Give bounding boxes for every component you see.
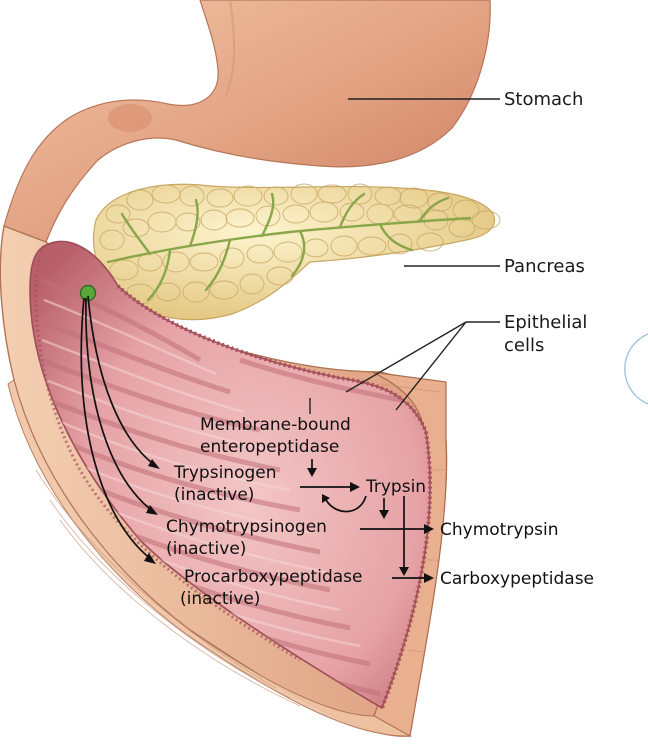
pancreas-lobule (239, 273, 265, 295)
label-enteropeptidase-line2: enteropeptidase (200, 437, 339, 457)
pancreas-lobule (162, 251, 190, 273)
label-chymotrypsinogen-state: (inactive) (166, 539, 246, 559)
pancreas-lobule (175, 212, 201, 232)
secretion-arrows (80, 295, 160, 564)
pathway-arrows (300, 459, 434, 583)
label-carboxypeptidase: Carboxypeptidase (440, 569, 594, 589)
pancreas-lobule (416, 232, 444, 252)
pancreas-lobule (282, 204, 310, 224)
pancreas-lobule (290, 183, 318, 205)
pancreatic-duct (106, 192, 472, 302)
pancreas-lobule (357, 236, 387, 256)
pancreas-lobule (246, 244, 274, 264)
duodenum-illustration (0, 225, 448, 737)
pancreas-lobule (206, 188, 234, 208)
label-chymotrypsin: Chymotrypsin (440, 520, 559, 540)
pancreas-lobule (347, 183, 373, 205)
pancreas-lobule (387, 233, 413, 255)
label-epithelial-line2: cells (504, 335, 544, 356)
pancreas-lobule (179, 185, 205, 207)
pancreas-lobule (317, 184, 347, 204)
pancreas-lobule (233, 185, 263, 207)
pancreas-lobule (182, 281, 210, 303)
pancreas-lobule (339, 202, 365, 222)
pancreas-lobule (200, 209, 228, 231)
pancreas-lobule (209, 280, 239, 300)
label-chymotrypsinogen: Chymotrypsinogen (166, 517, 327, 537)
label-pancreas: Pancreas (504, 256, 585, 277)
label-procarboxypeptidase: Procarboxypeptidase (184, 567, 362, 587)
pancreas-lobule (105, 204, 131, 224)
pancreas-lobule (452, 199, 480, 221)
label-enteropeptidase-line1: Membrane-bound (200, 415, 351, 435)
label-epithelial-line1: Epithelial (504, 312, 587, 333)
label-trypsinogen: Trypsinogen (173, 463, 277, 483)
edge-circle-decoration (624, 333, 648, 405)
pancreas-lobule (374, 186, 402, 206)
pancreas-lobule (471, 210, 501, 230)
pancreas-lobule (399, 187, 429, 209)
pancreas-lobule (225, 208, 255, 228)
pancreas-lobule (109, 259, 139, 281)
label-trypsin: Trypsin (365, 477, 426, 497)
pancreas-lobule (189, 252, 219, 272)
pancreas-illustration (92, 183, 501, 321)
label-trypsinogen-state: (inactive) (174, 485, 254, 505)
pancreas-lobule (330, 235, 358, 257)
pancreas-lobule (219, 247, 245, 269)
label-stomach: Stomach (504, 89, 583, 110)
pancreas-lobule (263, 186, 289, 206)
stomach-illustration (3, 0, 491, 243)
pancreas-lobule (309, 201, 339, 223)
pancreas-lobule (273, 241, 303, 263)
leader-lines (309, 98, 500, 414)
pancreas-lobule (126, 189, 154, 211)
label-procarboxypeptidase-state: (inactive) (180, 589, 260, 609)
pancreas-lobule (99, 229, 125, 251)
